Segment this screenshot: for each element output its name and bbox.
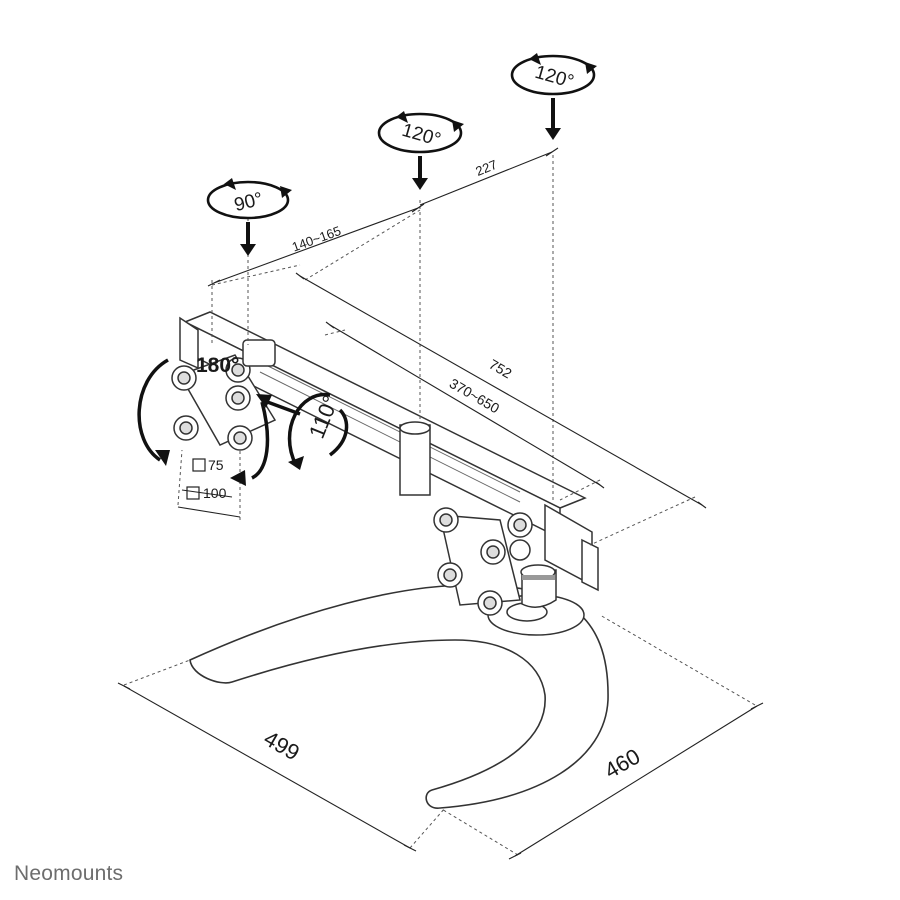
mount-crossbar <box>179 311 599 592</box>
right-vesa-plate <box>433 507 533 616</box>
guide-lines <box>123 155 756 856</box>
left-vesa-plate <box>171 339 277 451</box>
dim-clamp-spacing: 140~165 <box>290 223 343 255</box>
rotation-indicator-right: 120° <box>510 53 597 140</box>
brand-logo-text: Neomounts <box>14 862 124 885</box>
vesa-75-icon <box>192 458 206 472</box>
center-pole <box>487 564 585 636</box>
rotation-indicator-left: 90° <box>206 178 292 256</box>
dim-base-width: 460 <box>600 743 644 783</box>
dim-base-depth: 499 <box>260 725 304 765</box>
rotation-indicator-middle: 120° <box>377 111 464 190</box>
tilt-arrow <box>137 358 270 486</box>
vesa-75-label: 75 <box>208 457 224 473</box>
tilt-label: 180° <box>196 354 239 377</box>
vesa-100-label: 100 <box>203 485 227 501</box>
dimension-lines <box>117 147 764 860</box>
vesa-100-icon <box>186 486 200 500</box>
dim-total-width: 752 <box>486 356 514 382</box>
swivel-arrow <box>256 392 349 470</box>
dim-pivot-spacing: 227 <box>473 157 499 179</box>
